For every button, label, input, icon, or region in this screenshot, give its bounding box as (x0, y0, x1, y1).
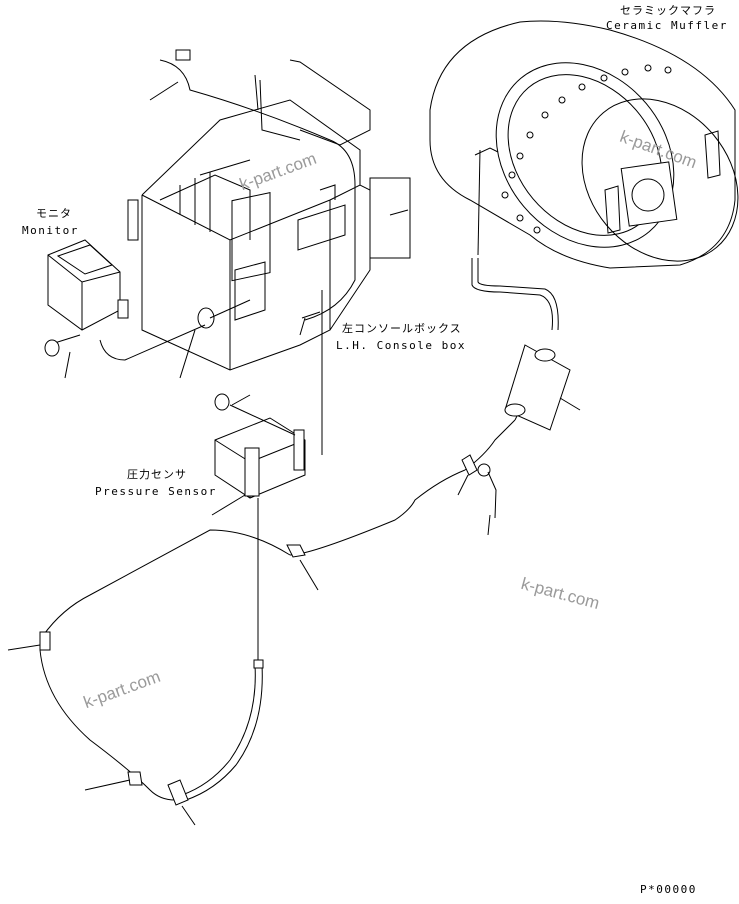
muffler-bolts (501, 64, 672, 234)
ceramic-muffler (429, 20, 739, 331)
console-box-label-jp: 左コンソールボックス (342, 322, 462, 335)
pressure-sensor (211, 393, 306, 665)
monitor-label-en: Monitor (22, 224, 79, 237)
pressure-sensor-label-jp: 圧力センサ (127, 468, 187, 481)
monitor-label-jp: モニタ (36, 207, 72, 220)
ceramic-muffler-label-en: Ceramic Muffler (606, 19, 728, 32)
console-box-label-en: L.H. Console box (336, 339, 466, 352)
ceramic-muffler-label-jp: セラミックマフラ (620, 4, 716, 17)
part-code: P*00000 (640, 883, 697, 896)
pressure-sensor-label-en: Pressure Sensor (95, 485, 217, 498)
monitor (44, 239, 206, 379)
pressure-tubes (7, 344, 581, 826)
console-box (127, 49, 411, 455)
